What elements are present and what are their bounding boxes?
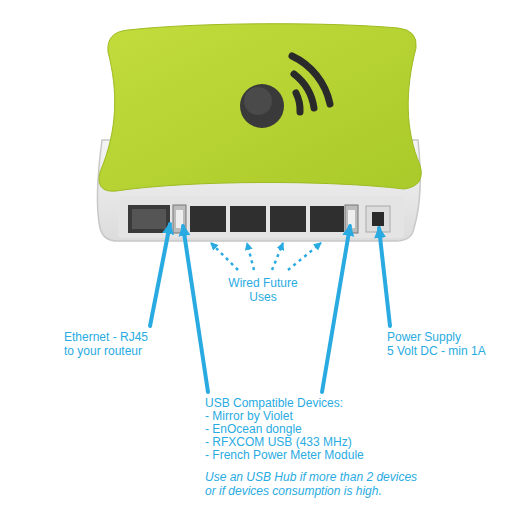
callout-label: 5 Volt DC - min 1A bbox=[387, 344, 507, 358]
dashed-arrow bbox=[211, 243, 238, 270]
callout-label: - RFXCOM USB (433 MHz) bbox=[205, 435, 445, 449]
dashed-arrow bbox=[247, 243, 254, 270]
leader-arrow bbox=[183, 226, 208, 392]
callout-label: Power Supply bbox=[387, 330, 507, 344]
button-highlight bbox=[244, 87, 272, 115]
dashed-arrows bbox=[211, 243, 321, 270]
callout-label: - French Power Meter Module bbox=[205, 448, 445, 462]
callout-label: Use an USB Hub if more than 2 devices or… bbox=[205, 470, 425, 498]
callout-label: USB Compatible Devices: bbox=[205, 396, 445, 410]
callout-label: - Mirror by Violet bbox=[205, 409, 445, 423]
dashed-arrow bbox=[288, 243, 321, 270]
dashed-arrow bbox=[272, 243, 283, 270]
callout-label: Ethernet - RJ45 to your routeur bbox=[64, 330, 159, 358]
leader-arrow bbox=[322, 226, 350, 392]
callout-label: - EnOcean dongle bbox=[205, 422, 445, 436]
front-panel bbox=[118, 196, 404, 238]
top-button bbox=[240, 84, 284, 128]
device-top bbox=[99, 24, 421, 191]
callout-label: Wired Future Uses bbox=[223, 276, 303, 304]
wireless-symbol bbox=[292, 56, 330, 112]
leader-arrow bbox=[150, 224, 170, 326]
leader-arrow bbox=[379, 228, 390, 326]
leader-arrows bbox=[150, 224, 390, 392]
